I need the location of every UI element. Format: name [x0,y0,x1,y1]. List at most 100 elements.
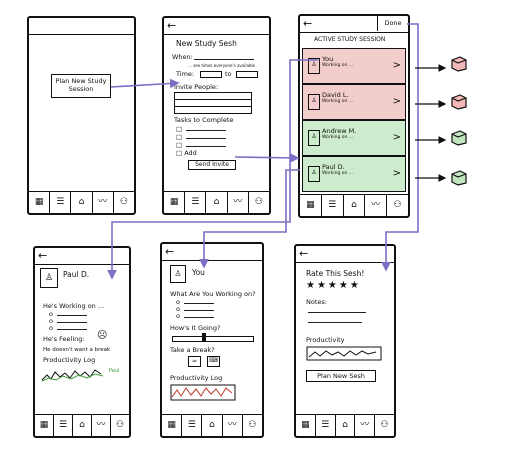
notes-field[interactable] [308,312,366,313]
avatar: ♙ [40,268,58,288]
session-header: ACTIVE STUDY SESSION [314,36,386,43]
done-button[interactable]: Done [377,16,408,31]
participant-name: You [192,268,205,277]
title-bar [29,18,134,35]
participant-status: Working on ... [322,171,354,176]
calendar-icon[interactable]: ▦ [29,192,51,213]
sad-face-icon: ☹ [97,330,108,341]
home-icon[interactable]: ⌂ [336,415,356,436]
plan-new-session-button[interactable]: Plan New Sesh [306,370,376,382]
time-start-field[interactable] [200,71,222,78]
send-invite-button[interactable]: Send Invite [188,160,236,170]
rate-heading: Rate This Sesh! [306,269,365,278]
plan-study-session-button[interactable]: Plan New Study Session [51,74,111,98]
productivity-sparkline [306,346,382,361]
invite-label: Invite People: [174,83,219,91]
break-question: Take a Break? [170,346,215,354]
page-title: New Study Sesh [176,39,237,48]
invite-list[interactable] [174,92,252,114]
back-arrow-icon[interactable]: ← [38,249,48,262]
cube-green-icon [451,130,467,146]
group-icon[interactable]: ⚇ [119,197,128,207]
participant-row[interactable]: ♙ Andrew M. Working on ... > [302,120,406,156]
home-icon[interactable]: ⌂ [206,192,228,213]
screen-rate-session: ← Rate This Sesh! ★★★★★ Notes: Productiv… [294,244,396,438]
mood-slider[interactable] [172,336,254,342]
bottom-nav: ▦ ☰ ⌂ 〰 ⚇ [29,191,134,213]
calendar-icon[interactable]: ▦ [296,415,316,436]
home-icon[interactable]: ⌂ [202,415,223,436]
list-icon[interactable]: ☰ [316,415,336,436]
cube-green-icon [451,170,467,186]
chart-icon[interactable]: 〰 [228,192,249,213]
avatar: ♙ [308,166,320,182]
back-arrow-icon[interactable]: ← [303,17,313,30]
calendar-icon[interactable]: ▦ [35,415,54,436]
title-bar: ← [35,248,129,265]
task-checkbox[interactable]: □ [176,133,183,141]
participant-status: Working on ... [322,135,354,140]
task-checkbox[interactable]: □ [176,125,183,133]
chevron-right-icon: > [392,168,401,179]
participant-name: David L. [322,91,349,99]
participant-name: Paul D. [322,163,345,171]
calendar-icon[interactable]: ▦ [162,415,183,436]
break-option-button[interactable]: ☕ [188,356,201,367]
chart-icon[interactable]: 〰 [365,195,388,216]
participant-name: Andrew M. [322,127,357,135]
group-icon[interactable]: ⚇ [254,197,263,207]
group-icon[interactable]: ⚇ [248,420,257,430]
notes-field[interactable] [308,322,362,323]
add-task-button[interactable]: □ Add [176,149,197,157]
bottom-nav: ▦ ☰ ⌂ 〰 ⚇ [162,414,262,436]
participant-row[interactable]: ♙ You Working on ... > [302,48,406,84]
chart-icon[interactable]: 〰 [92,415,111,436]
working-label: He's Working on ... [43,302,105,310]
group-icon[interactable]: ⚇ [115,420,125,430]
productivity-sparkline [41,369,104,382]
chart-icon[interactable]: 〰 [355,415,376,436]
group-icon[interactable]: ⚇ [380,420,389,430]
feeling-label: He's Feeling: [43,335,85,343]
star-rating[interactable]: ★★★★★ [306,280,361,291]
calendar-icon[interactable]: ▦ [300,195,322,216]
back-arrow-icon[interactable]: ← [165,245,175,258]
back-arrow-icon[interactable]: ← [167,19,177,32]
list-icon[interactable]: ☰ [322,195,344,216]
time-end-field[interactable] [236,71,258,78]
time-label: Time: [176,70,195,78]
screen-active-session: ← Done ACTIVE STUDY SESSION ♙ You Workin… [298,14,410,218]
list-icon[interactable]: ☰ [182,415,203,436]
task-checkbox[interactable]: □ [176,141,183,149]
home-icon[interactable]: ⌂ [344,195,366,216]
back-arrow-icon[interactable]: ← [299,247,309,260]
productivity-sparkline [170,384,236,401]
series-legend: Paul [109,368,120,374]
calendar-icon[interactable]: ▦ [164,192,186,213]
participant-row[interactable]: ♙ David L. Working on ... > [302,84,406,120]
home-icon[interactable]: ⌂ [71,192,93,213]
break-option-button[interactable]: ⌨ [207,356,220,367]
when-field[interactable] [194,59,254,60]
home-icon[interactable]: ⌂ [73,415,92,436]
chart-icon[interactable]: 〰 [93,192,114,213]
list-icon[interactable]: ☰ [50,192,72,213]
group-icon[interactable]: ⚇ [393,200,402,210]
avatar: ♙ [308,94,320,110]
participant-row[interactable]: ♙ Paul D. Working on ... > [302,156,406,192]
cube-red-icon [451,94,467,110]
list-icon[interactable]: ☰ [54,415,73,436]
avatar: ♙ [308,58,320,74]
bottom-nav: ▦ ☰ ⌂ 〰 ⚇ [35,414,129,436]
tasks-label: Tasks to Complete [174,116,234,124]
avatar: ♙ [170,265,186,283]
list-icon[interactable]: ☰ [185,192,207,213]
screen-home: Plan New Study Session ▦ ☰ ⌂ 〰 ⚇ [27,16,136,215]
chart-icon[interactable]: 〰 [223,415,243,436]
to-label: to [225,70,232,78]
bottom-nav: ▦ ☰ ⌂ 〰 ⚇ [164,191,269,213]
cube-red-icon [451,56,467,72]
title-bar: ← [162,244,262,261]
slider-handle[interactable] [202,333,206,342]
bottom-nav: ▦ ☰ ⌂ 〰 ⚇ [296,414,394,436]
